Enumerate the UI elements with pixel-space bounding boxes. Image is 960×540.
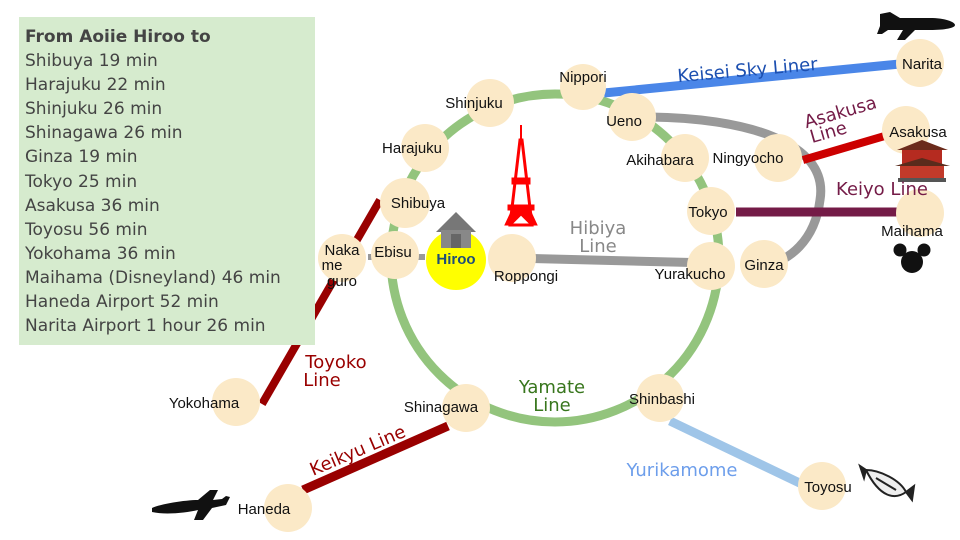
line-label-toyoko-2: Line <box>303 370 341 391</box>
station-hiroo: Hiroo <box>436 251 475 268</box>
mouse-ears-icon <box>893 243 931 273</box>
keikyu-line <box>301 421 450 495</box>
temple-icon <box>895 140 950 182</box>
travel-time-row: Haneda Airport 52 min <box>25 292 219 313</box>
line-label-hibiya-1: Hibiya <box>570 218 627 239</box>
travel-time-row: Ginza 19 min <box>25 147 138 168</box>
station-asakusa: Asakusa <box>889 124 947 141</box>
station-yokohama: Yokohama <box>169 395 240 412</box>
line-label-yamate-1: Yamate <box>518 377 585 398</box>
station-ginza: Ginza <box>744 257 784 274</box>
station-harajuku: Harajuku <box>382 140 442 157</box>
line-label-toyoko-1: Toyoko <box>304 352 366 373</box>
hibiya-line <box>511 253 713 268</box>
station-haneda: Haneda <box>238 501 291 518</box>
yurikamome-line <box>668 416 812 493</box>
station-shinbashi: Shinbashi <box>629 391 695 408</box>
station-nippori: Nippori <box>559 69 607 86</box>
travel-time-row: Tokyo 25 min <box>25 171 138 192</box>
station-narita: Narita <box>902 56 943 73</box>
station-shibuya: Shibuya <box>391 195 446 212</box>
airplane-icon <box>877 12 955 40</box>
station-ebisu: Ebisu <box>374 244 412 261</box>
station-shinjuku: Shinjuku <box>445 95 503 112</box>
line-label-hibiya-2: Line <box>579 236 617 257</box>
travel-time-row: Harajuku 22 min <box>25 75 166 96</box>
station-shinagawa: Shinagawa <box>404 399 479 416</box>
station-maihama: Maihama <box>881 223 943 240</box>
travel-time-row: Asakusa 36 min <box>25 195 160 216</box>
tokyo-tower-icon <box>504 125 538 227</box>
line-label-keiyo: Keiyo Line <box>836 179 928 200</box>
travel-time-row: Shibuya 19 min <box>25 51 158 72</box>
travel-time-row: Shinagawa 26 min <box>25 123 183 144</box>
station-circles <box>212 39 944 532</box>
fish-icon <box>858 463 916 503</box>
travel-time-row: Yokohama 36 min <box>25 243 176 264</box>
travel-time-row: Shinjuku 26 min <box>25 99 163 120</box>
station-nakameguro-1: Naka <box>324 242 360 259</box>
station-akihabara: Akihabara <box>626 152 694 169</box>
house-icon <box>436 212 476 248</box>
travel-time-box: From Aoiie Hiroo to Shibuya 19 min Haraj… <box>19 17 315 345</box>
station-nakameguro-3: guro <box>327 273 357 290</box>
station-yurakucho: Yurakucho <box>655 266 726 283</box>
station-roppongi: Roppongi <box>494 268 558 285</box>
line-label-yamate-2: Line <box>533 395 571 416</box>
keisei-line <box>603 57 921 98</box>
station-tokyo: Tokyo <box>688 204 727 221</box>
line-label-yurikamome: Yurikamome <box>625 460 737 481</box>
station-ningyocho: Ningyocho <box>713 150 784 167</box>
toyoko-line <box>258 197 384 407</box>
station-nakameguro-2: me <box>322 257 343 274</box>
ueno-ginza-line <box>649 112 826 272</box>
station-toyosu: Toyosu <box>804 479 852 496</box>
travel-time-title: From Aoiie Hiroo to <box>25 27 211 47</box>
airplane-icon <box>152 490 230 520</box>
station-ueno: Ueno <box>606 113 642 130</box>
travel-time-row: Toyosu 56 min <box>25 219 148 240</box>
travel-time-row: Maihama (Disneyland) 46 min <box>25 267 281 288</box>
travel-time-row: Narita Airport 1 hour 26 min <box>25 316 266 337</box>
